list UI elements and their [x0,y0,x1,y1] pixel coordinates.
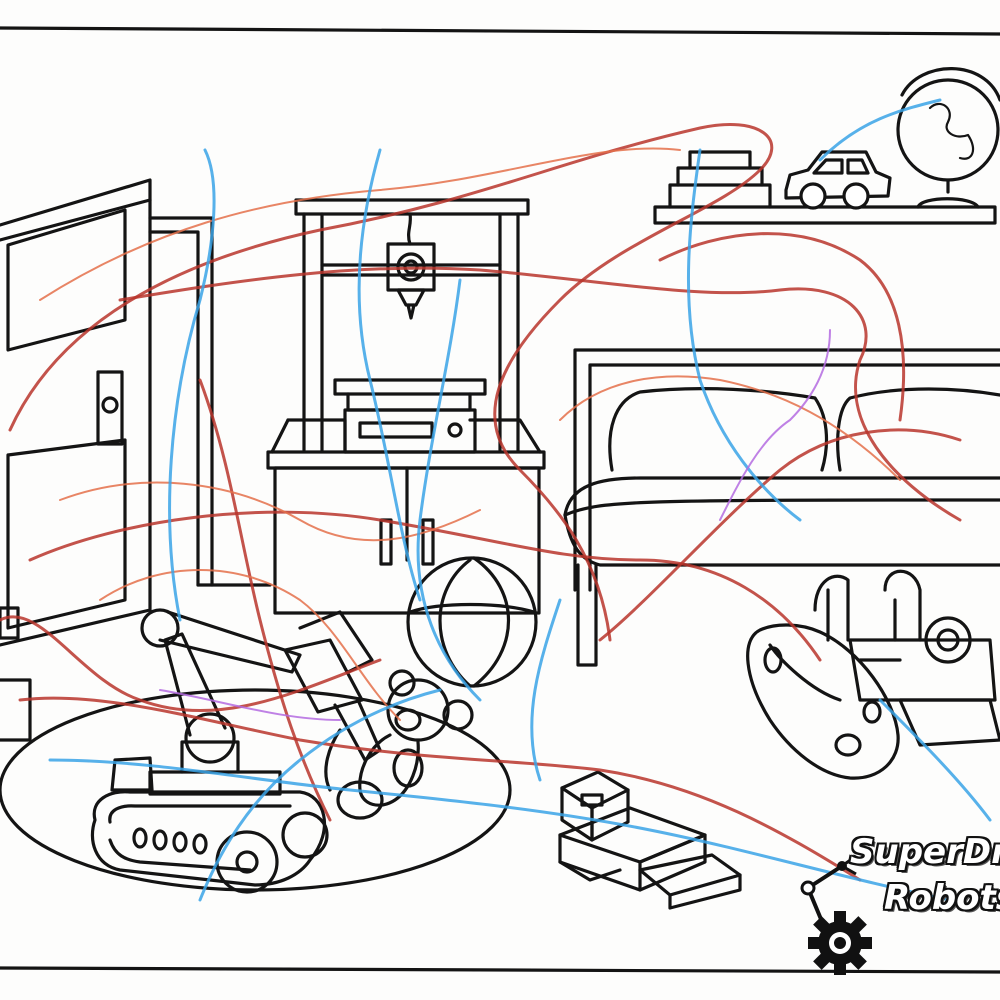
brand-logo: SuperDro Robots [800,826,1000,976]
robot-arm-tank [90,608,382,894]
bed [563,348,1000,667]
page-border [0,26,1000,974]
block-robot-toy [558,770,742,910]
3d-printer [266,198,546,615]
wall-shelf [653,67,1000,225]
logo-text-line1: SuperDro [850,832,1000,872]
gear-icon [808,911,872,975]
logo-text-line2: Robots [884,878,1000,918]
beach-ball [406,556,538,688]
rug [0,688,512,892]
crayon-scribbles [0,98,992,902]
tracked-robot-right [746,569,1000,780]
door [0,178,272,742]
